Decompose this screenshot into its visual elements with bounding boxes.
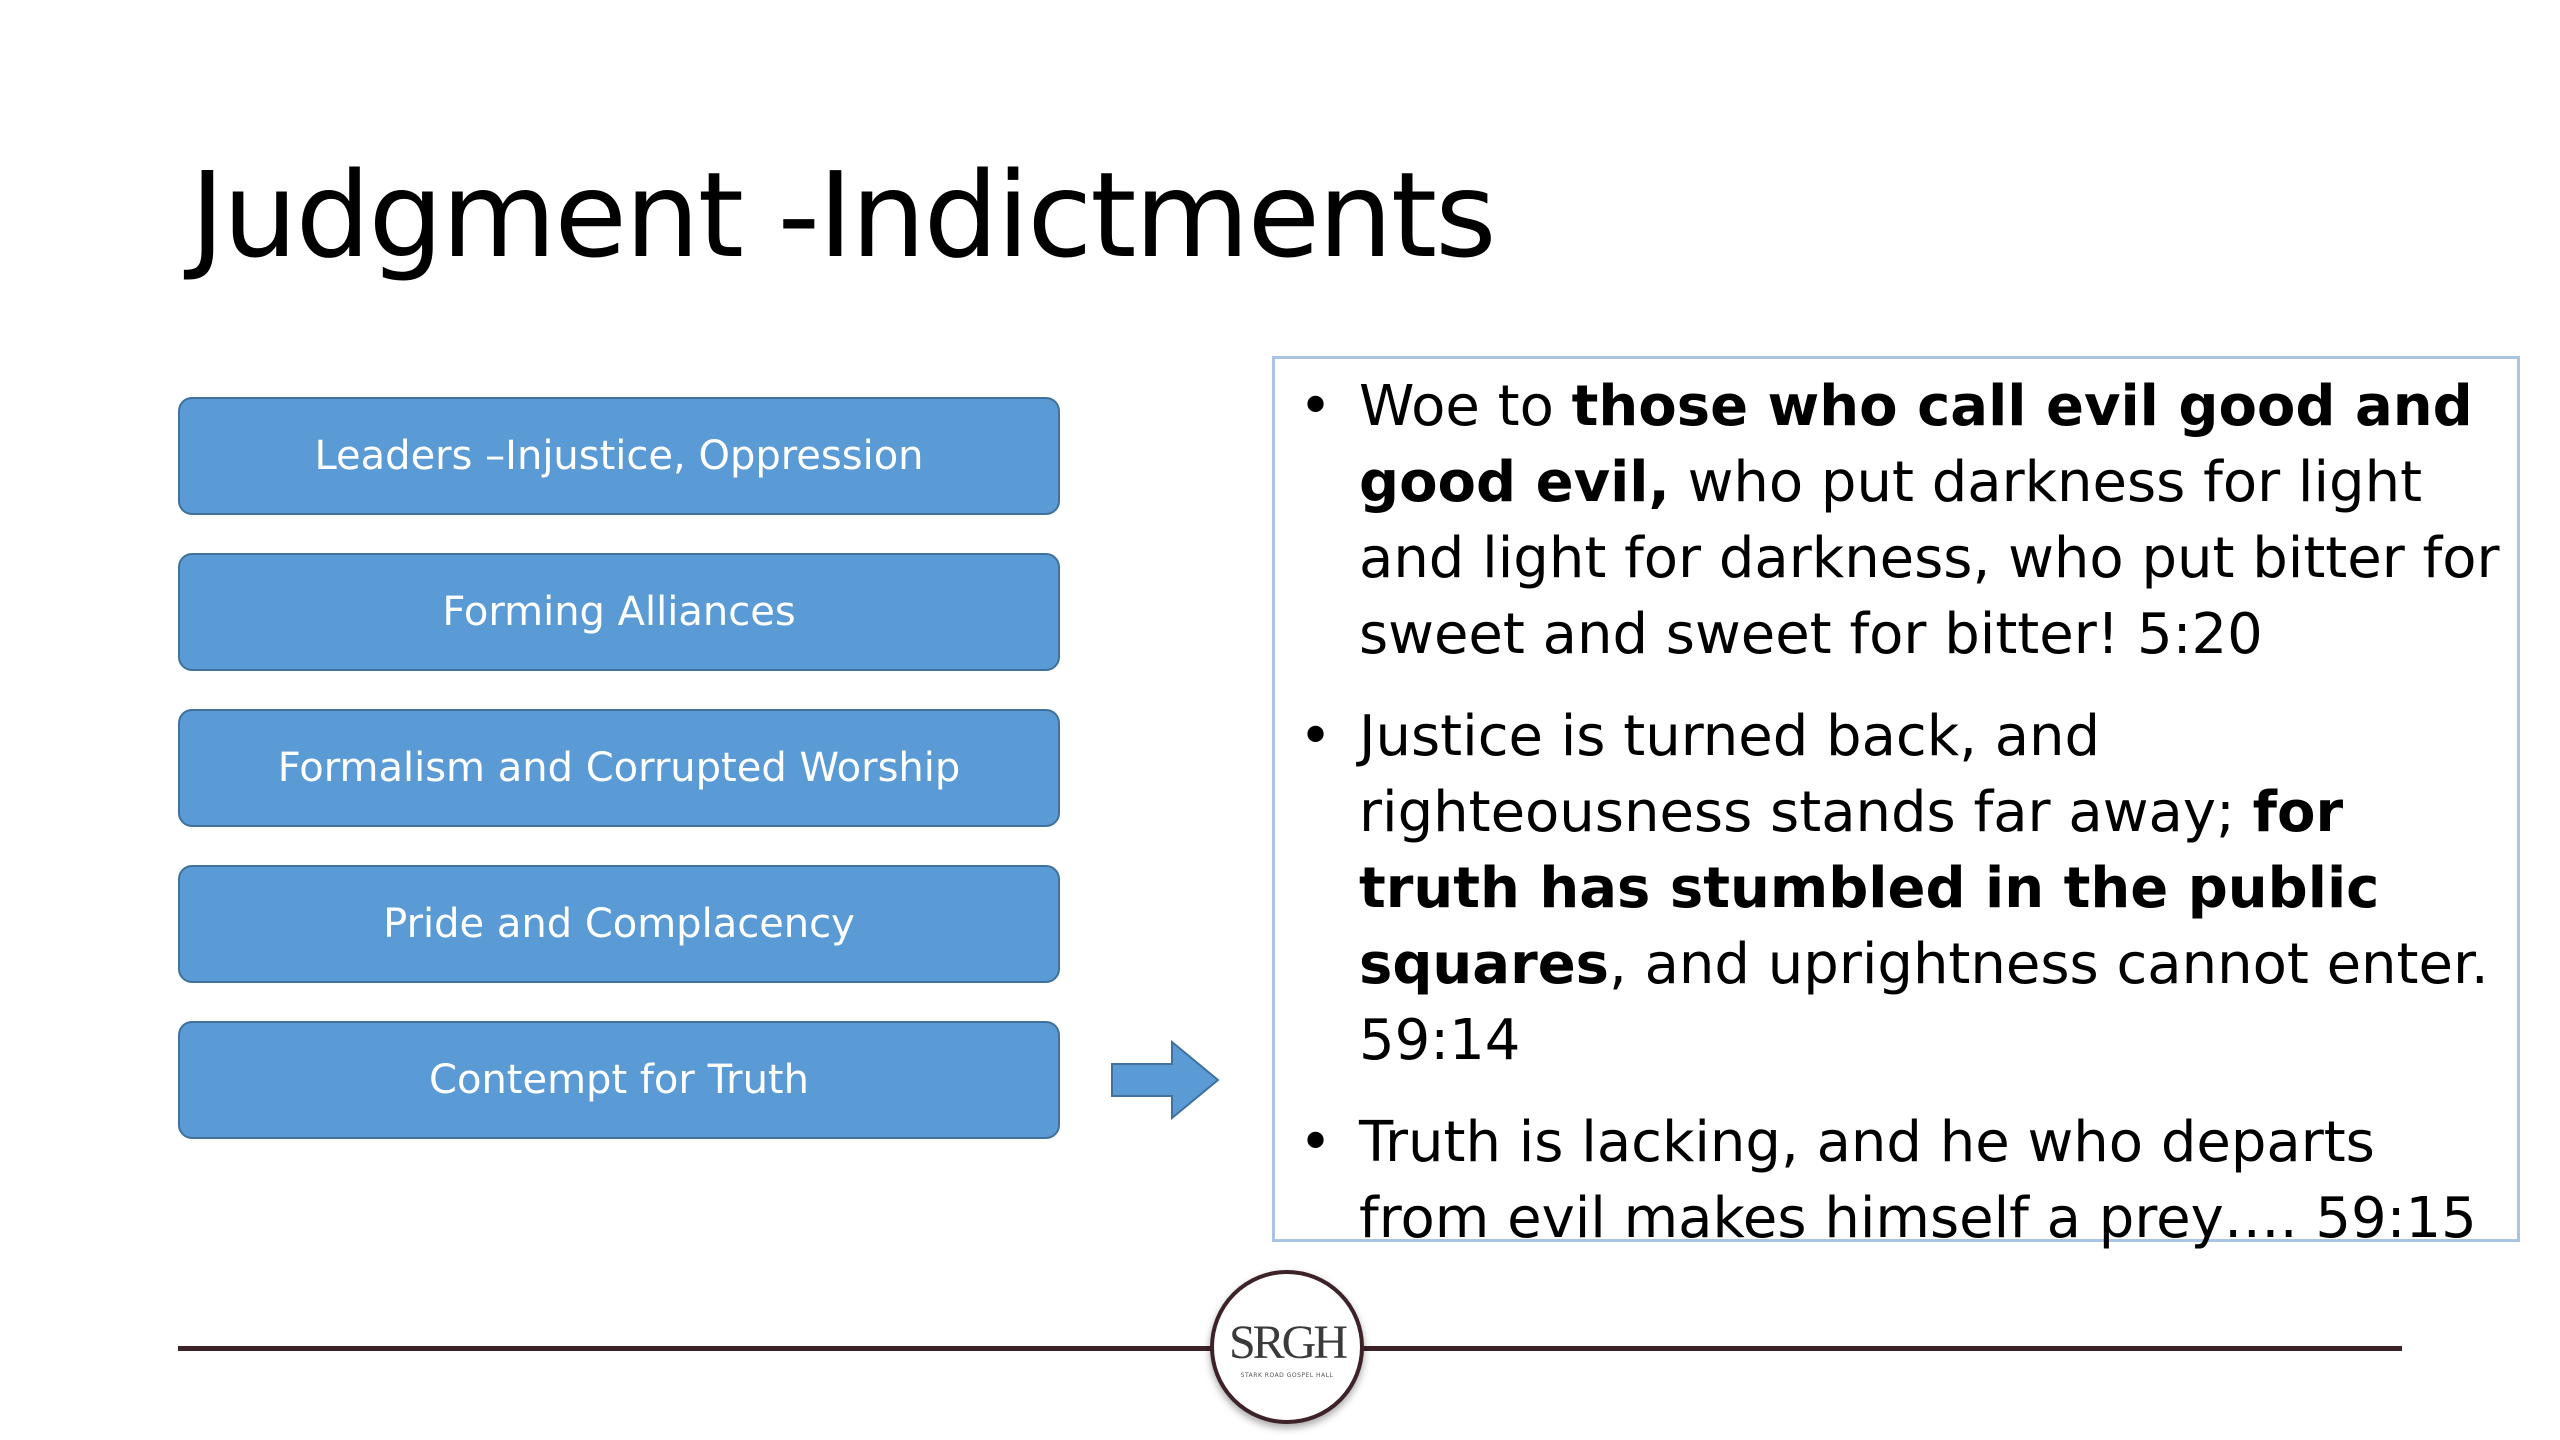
indictment-box-formalism: Formalism and Corrupted Worship xyxy=(178,709,1060,827)
right-arrow-icon xyxy=(1111,1040,1220,1120)
logo-text: SRGH xyxy=(1228,1316,1348,1369)
scripture-bullet: • Justice is turned back, and righteousn… xyxy=(1295,699,2505,1079)
bullet-marker: • xyxy=(1299,704,1333,769)
bullet-segment: who put darkness for light and light for… xyxy=(1359,450,2500,667)
bullet-segment: Truth is lacking, and he who departs fro… xyxy=(1359,1110,2477,1251)
bullet-segment: Justice is turned back, and righteousnes… xyxy=(1359,704,2253,845)
slide-title: Judgment -Indictments xyxy=(190,146,1497,284)
bullet-text: Woe to those who call evil good and good… xyxy=(1359,374,2500,667)
bullet-segment-bold: for truth has stumbled in the public squ… xyxy=(1359,780,2380,997)
indictment-box-contempt: Contempt for Truth xyxy=(178,1021,1060,1139)
bullet-marker: • xyxy=(1299,1110,1333,1175)
indictment-box-alliances: Forming Alliances xyxy=(178,553,1060,671)
indictment-list: Leaders –Injustice, Oppression Forming A… xyxy=(178,397,1060,1177)
scripture-bullet-list: • Woe to those who call evil good and go… xyxy=(1295,369,2505,1283)
bullet-segment-bold: those who call evil good and good evil, xyxy=(1359,374,2473,515)
bullet-segment: , and uprightness cannot enter. 59:14 xyxy=(1359,932,2489,1073)
scripture-bullet: • Woe to those who call evil good and go… xyxy=(1295,369,2505,673)
bullet-text: Justice is turned back, and righteousnes… xyxy=(1359,704,2489,1073)
bullet-segment: Woe to xyxy=(1359,374,1572,439)
scripture-bullet: • Truth is lacking, and he who departs f… xyxy=(1295,1105,2505,1257)
bullet-marker: • xyxy=(1299,374,1333,439)
indictment-box-pride: Pride and Complacency xyxy=(178,865,1060,983)
bullet-text: Truth is lacking, and he who departs fro… xyxy=(1359,1110,2477,1251)
srgh-logo: SRGH STARK ROAD GOSPEL HALL xyxy=(1210,1270,1364,1424)
logo-subtext: STARK ROAD GOSPEL HALL xyxy=(1240,1372,1334,1379)
scripture-textbox: • Woe to those who call evil good and go… xyxy=(1272,356,2520,1251)
indictment-box-leaders: Leaders –Injustice, Oppression xyxy=(178,397,1060,515)
